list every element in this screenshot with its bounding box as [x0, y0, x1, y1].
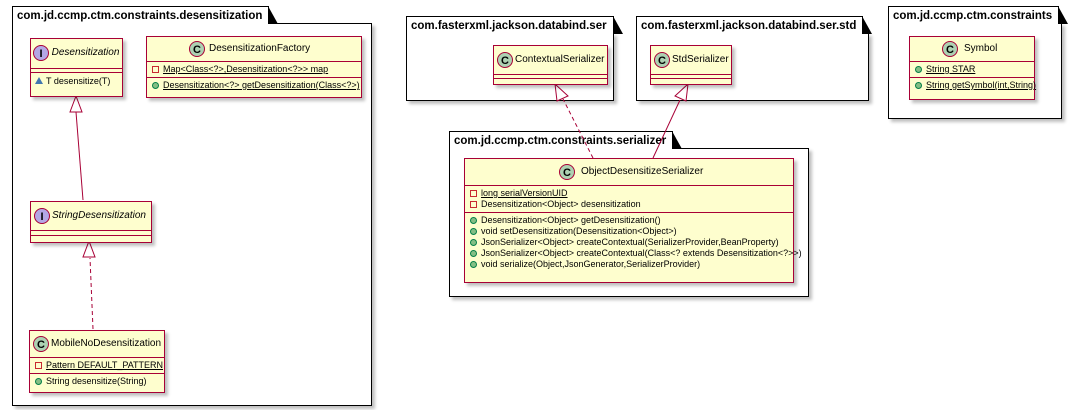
- class-name: DesensitizationFactory: [209, 43, 311, 54]
- package-constraints-title: com.jd.ccmp.ctm.constraints: [893, 10, 1053, 22]
- attributes-section: Map<Class<?>,Desensitization<?>> map: [147, 61, 361, 77]
- private-visibility-icon: [152, 66, 159, 73]
- field-row: long serialVersionUID: [469, 188, 789, 199]
- interface-badge-icon: I: [34, 208, 50, 224]
- attributes-section: [651, 74, 731, 78]
- field-row: Pattern DEFAULT_PATTERN: [34, 360, 163, 371]
- package-serializer-tab: com.jd.ccmp.ctm.constraints.serializer: [449, 130, 683, 149]
- package-serializer-title: com.jd.ccmp.ctm.constraints.serializer: [454, 135, 667, 147]
- methods-section: [31, 235, 151, 240]
- class-badge-icon: C: [559, 164, 575, 180]
- package-constraints-tab: com.jd.ccmp.ctm.constraints: [888, 5, 1069, 24]
- method-row: JsonSerializer<Object> createContextual(…: [469, 237, 789, 248]
- attributes-section: String STAR: [910, 61, 1034, 77]
- attributes-section: [31, 230, 151, 235]
- method-row: void serialize(Object,JsonGenerator,Seri…: [469, 259, 789, 270]
- package-ser-std-title: com.fasterxml.jackson.databind.ser.std: [641, 20, 857, 32]
- public-visibility-icon: [470, 239, 477, 246]
- package-desensitization-tab: com.jd.ccmp.ctm.constraints.desensitizat…: [12, 5, 279, 24]
- class-std-serializer[interactable]: C StdSerializer: [650, 45, 732, 85]
- methods-section: [651, 78, 731, 82]
- package-visibility-icon: [35, 77, 43, 84]
- method-row: T desensitize(T): [34, 76, 119, 87]
- field-row: String STAR: [914, 64, 1030, 75]
- class-mobile-no-desensitization[interactable]: C MobileNoDesensitization Pattern DEFAUL…: [29, 330, 165, 393]
- private-visibility-icon: [470, 201, 477, 208]
- class-contextual-serializer[interactable]: C ContextualSerializer: [493, 45, 608, 85]
- attributes-section: [494, 74, 607, 78]
- public-visibility-icon: [915, 82, 922, 89]
- method-row: JsonSerializer<Object> createContextual(…: [469, 248, 802, 259]
- attributes-section: [31, 68, 122, 72]
- class-desensitization[interactable]: I Desensitization T desensitize(T): [30, 38, 123, 97]
- public-visibility-icon: [915, 66, 922, 73]
- methods-section: T desensitize(T): [31, 72, 122, 90]
- private-visibility-icon: [35, 362, 42, 369]
- method-row: Desensitization<Object> getDesensitizati…: [469, 215, 789, 226]
- public-visibility-icon: [152, 82, 159, 89]
- class-desensitization-factory[interactable]: C DesensitizationFactory Map<Class<?>,De…: [146, 36, 362, 98]
- class-badge-icon: C: [942, 41, 958, 57]
- class-name: MobileNoDesensitization: [51, 338, 162, 349]
- class-badge-icon: C: [189, 41, 205, 57]
- public-visibility-icon: [470, 250, 477, 257]
- methods-section: String desensitize(String): [30, 373, 164, 389]
- interface-badge-icon: I: [33, 45, 49, 61]
- class-name: StringDesensitization: [52, 210, 146, 221]
- class-string-desensitization[interactable]: I StringDesensitization: [30, 201, 152, 243]
- class-badge-icon: C: [33, 336, 49, 352]
- package-ser-tab: com.fasterxml.jackson.databind.ser: [406, 15, 623, 34]
- class-badge-icon: C: [654, 52, 670, 68]
- public-visibility-icon: [35, 378, 42, 385]
- attributes-section: Pattern DEFAULT_PATTERN: [30, 357, 164, 373]
- method-row: Desensitization<?> getDesensitization(Cl…: [151, 80, 360, 91]
- package-ser-std-tab: com.fasterxml.jackson.databind.ser.std: [636, 15, 873, 34]
- field-row: Desensitization<Object> desensitization: [469, 199, 789, 210]
- class-name: ObjectDesensitizeSerializer: [581, 166, 704, 177]
- class-name: ContextualSerializer: [515, 54, 605, 65]
- class-symbol[interactable]: C Symbol String STAR String getSymbol(in…: [909, 36, 1036, 100]
- class-badge-icon: C: [497, 52, 513, 68]
- class-name: StdSerializer: [672, 54, 729, 65]
- method-row: String getSymbol(int,String): [914, 80, 1036, 91]
- methods-section: Desensitization<Object> getDesensitizati…: [465, 212, 802, 272]
- package-ser-title: com.fasterxml.jackson.databind.ser: [411, 20, 607, 32]
- class-object-desensitize-serializer[interactable]: C ObjectDesensitizeSerializer long seria…: [464, 158, 802, 283]
- methods-section: [494, 78, 607, 82]
- public-visibility-icon: [470, 261, 477, 268]
- method-row: String desensitize(String): [34, 376, 160, 387]
- private-visibility-icon: [470, 190, 477, 197]
- class-name: Desensitization: [51, 47, 120, 58]
- public-visibility-icon: [470, 217, 477, 224]
- method-row: void setDesensitization(Desensitization<…: [469, 226, 789, 237]
- public-visibility-icon: [470, 228, 477, 235]
- methods-section: Desensitization<?> getDesensitization(Cl…: [147, 77, 361, 93]
- package-desensitization-title: com.jd.ccmp.ctm.constraints.desensitizat…: [17, 10, 263, 22]
- class-name: Symbol: [964, 43, 998, 54]
- methods-section: String getSymbol(int,String): [910, 77, 1036, 93]
- attributes-section: long serialVersionUID Desensitization<Ob…: [465, 185, 793, 212]
- field-row: Map<Class<?>,Desensitization<?>> map: [151, 64, 357, 75]
